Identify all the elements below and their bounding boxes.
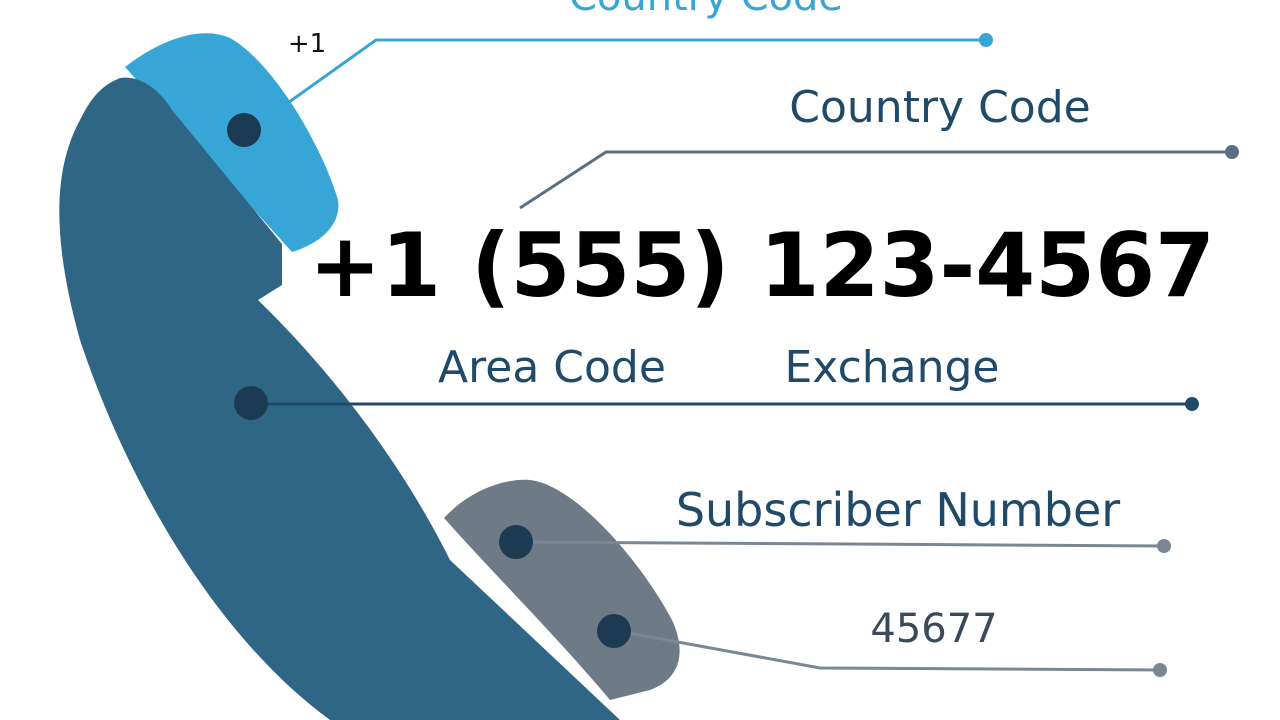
exchange-label: Exchange [785, 342, 1000, 393]
end-dot-bottom [1153, 663, 1167, 677]
bottom-number-label: 45677 [870, 606, 997, 652]
handset-body [59, 77, 620, 720]
end-dot-country-code [1225, 145, 1239, 159]
handset-dots [227, 113, 631, 648]
connector-line-country-code [519, 150, 1232, 210]
country-code-label: Country Code [789, 82, 1090, 133]
area-code-label: Area Code [438, 342, 666, 393]
end-dot-subscriber [1157, 539, 1171, 553]
handset-top-piece [125, 33, 339, 252]
top-country-code-label: Country Code [569, 0, 843, 20]
dot-bottom-piece-upper [499, 525, 533, 559]
line-end-dots [979, 33, 1239, 677]
end-dot-area-code [1185, 397, 1199, 411]
connector-line-bottom [611, 628, 1161, 672]
dot-bottom-piece-lower [597, 614, 631, 648]
labels: Country Code +1 Country Code +1 (555) 12… [288, 0, 1215, 652]
connector-lines [249, 38, 1232, 672]
subscriber-number-label: Subscriber Number [676, 483, 1120, 537]
plus-one-label: +1 [288, 29, 326, 59]
connector-line-top [249, 38, 986, 132]
phone-number: +1 (555) 123-4567 [309, 214, 1215, 317]
dot-top-piece [227, 113, 261, 147]
connector-line-subscriber [515, 540, 1165, 548]
end-dot-top [979, 33, 993, 47]
dot-body [234, 386, 268, 420]
